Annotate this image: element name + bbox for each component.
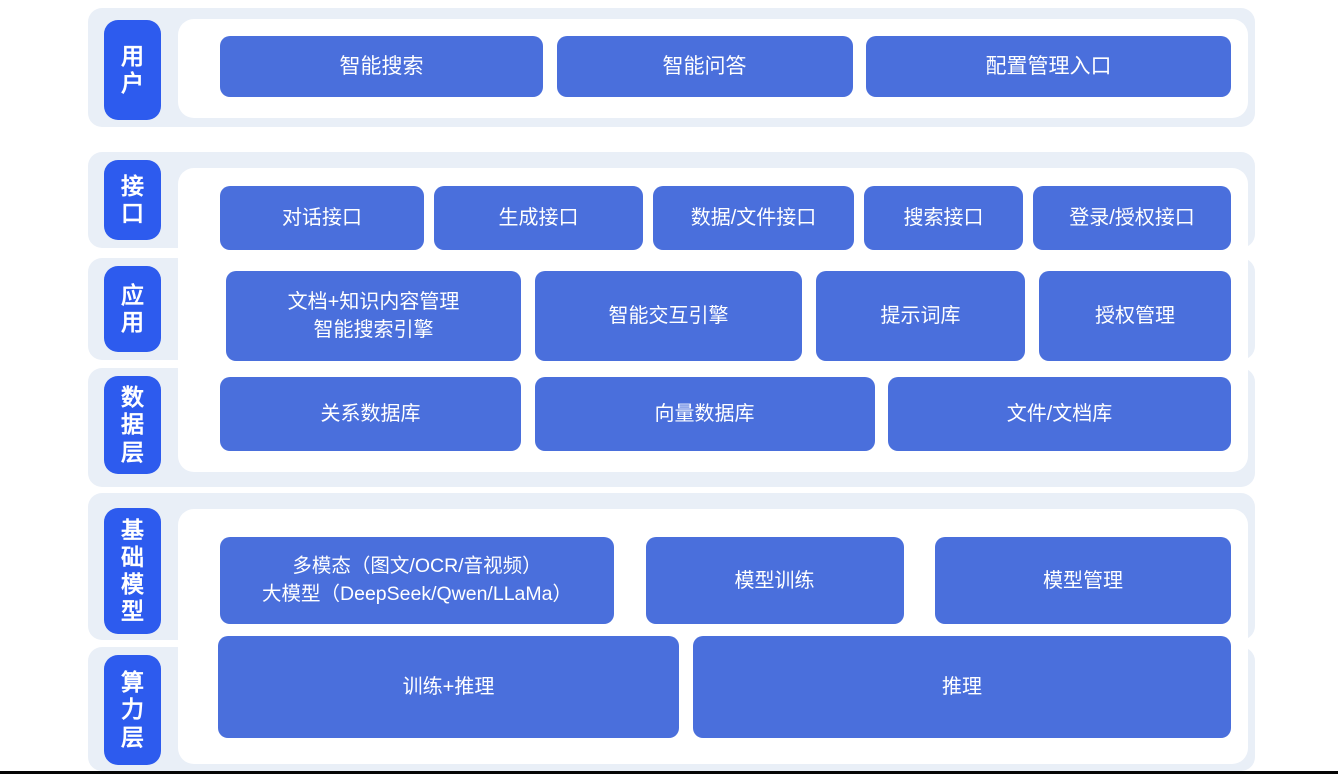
- layer-label-application: 应用: [104, 266, 161, 352]
- row-data: 关系数据库 向量数据库 文件/文档库: [220, 377, 1231, 451]
- row-user: 智能搜索 智能问答 配置管理入口: [220, 36, 1231, 97]
- block-file-doc-store: 文件/文档库: [888, 377, 1231, 451]
- block-interactive-engine: 智能交互引擎: [535, 271, 802, 361]
- block-multimodal-llm: 多模态（图文/OCR/音视频） 大模型（DeepSeek/Qwen/LLaMa）: [220, 537, 614, 624]
- layer-label-compute: 算力层: [104, 655, 161, 765]
- block-model-training: 模型训练: [645, 537, 904, 624]
- block-relational-db: 关系数据库: [220, 377, 521, 451]
- block-dialog-api: 对话接口: [220, 186, 424, 250]
- block-search-api: 搜索接口: [864, 186, 1023, 250]
- block-model-management: 模型管理: [935, 537, 1231, 624]
- layer-label-interface: 接口: [104, 160, 161, 240]
- layer-label-compute-text: 算力层: [121, 669, 144, 750]
- layer-label-base-model-text: 基础模型: [121, 516, 144, 625]
- layer-label-user: 用户: [104, 20, 161, 120]
- layer-label-data: 数据层: [104, 376, 161, 474]
- block-inference: 推理: [693, 636, 1231, 738]
- row-application: 文档+知识内容管理 智能搜索引擎 智能交互引擎 提示词库 授权管理: [226, 271, 1231, 361]
- bottom-divider-line: [0, 771, 1338, 774]
- block-config-entry: 配置管理入口: [866, 36, 1231, 97]
- block-generation-api: 生成接口: [434, 186, 643, 250]
- row-compute: 训练+推理 推理: [218, 636, 1231, 738]
- block-training-inference: 训练+推理: [218, 636, 679, 738]
- block-smart-qa: 智能问答: [556, 36, 853, 97]
- block-doc-knowledge-search-engine: 文档+知识内容管理 智能搜索引擎: [226, 271, 521, 361]
- block-vector-db: 向量数据库: [534, 377, 875, 451]
- layer-label-interface-text: 接口: [121, 172, 144, 226]
- block-data-file-api: 数据/文件接口: [653, 186, 854, 250]
- row-base-model: 多模态（图文/OCR/音视频） 大模型（DeepSeek/Qwen/LLaMa）…: [220, 537, 1231, 624]
- layer-label-application-text: 应用: [121, 281, 144, 335]
- layer-label-user-text: 用户: [121, 42, 144, 96]
- block-login-auth-api: 登录/授权接口: [1033, 186, 1231, 250]
- block-prompt-library: 提示词库: [816, 271, 1025, 361]
- row-interface: 对话接口 生成接口 数据/文件接口 搜索接口 登录/授权接口: [220, 186, 1231, 250]
- block-smart-search: 智能搜索: [220, 36, 543, 97]
- layer-label-data-text: 数据层: [121, 384, 144, 465]
- block-auth-management: 授权管理: [1039, 271, 1231, 361]
- layer-label-base-model: 基础模型: [104, 508, 161, 634]
